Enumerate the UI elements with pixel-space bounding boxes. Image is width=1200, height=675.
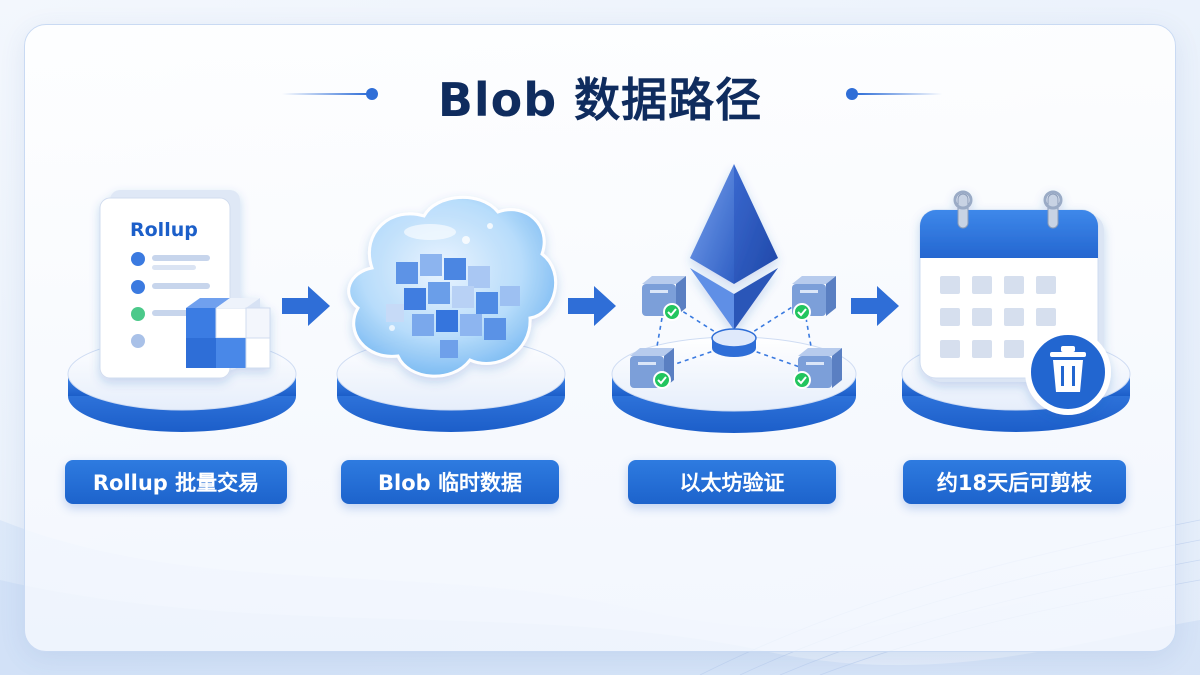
title-decoration-line-right xyxy=(856,93,942,95)
title-decoration-line-left xyxy=(282,93,368,95)
calendar-day-grid xyxy=(940,276,1056,358)
ethereum-logo-icon xyxy=(690,164,778,330)
title-decoration-dot-left xyxy=(366,88,378,100)
calendar-trash-icon xyxy=(919,190,1111,415)
validator-node-4 xyxy=(793,348,842,389)
step-label-4: 约18天后可剪枝 xyxy=(903,460,1126,504)
step-label-1: Rollup 批量交易 xyxy=(65,460,287,504)
diagram-title: Blob 数据路径 xyxy=(437,73,763,127)
title-row: Blob 数据路径 xyxy=(0,62,1200,132)
arrow-3 xyxy=(851,286,899,326)
blob-cubes xyxy=(386,254,520,358)
arrow-2 xyxy=(568,286,616,326)
step-label-3: 以太坊验证 xyxy=(628,460,836,504)
validator-node-2 xyxy=(792,276,836,321)
step-label-2: Blob 临时数据 xyxy=(341,460,559,504)
trash-icon xyxy=(1025,329,1111,415)
rollup-icon-text: Rollup xyxy=(130,219,198,241)
validator-node-1 xyxy=(642,276,686,321)
rollup-cubes xyxy=(186,298,271,369)
arrow-1 xyxy=(282,286,330,326)
blob-cloud-icon xyxy=(347,196,558,378)
title-decoration-dot-right xyxy=(846,88,858,100)
ethereum-validator-icon xyxy=(630,164,842,389)
validator-node-3 xyxy=(630,348,674,389)
rollup-document-icon: Rollup xyxy=(99,190,271,379)
